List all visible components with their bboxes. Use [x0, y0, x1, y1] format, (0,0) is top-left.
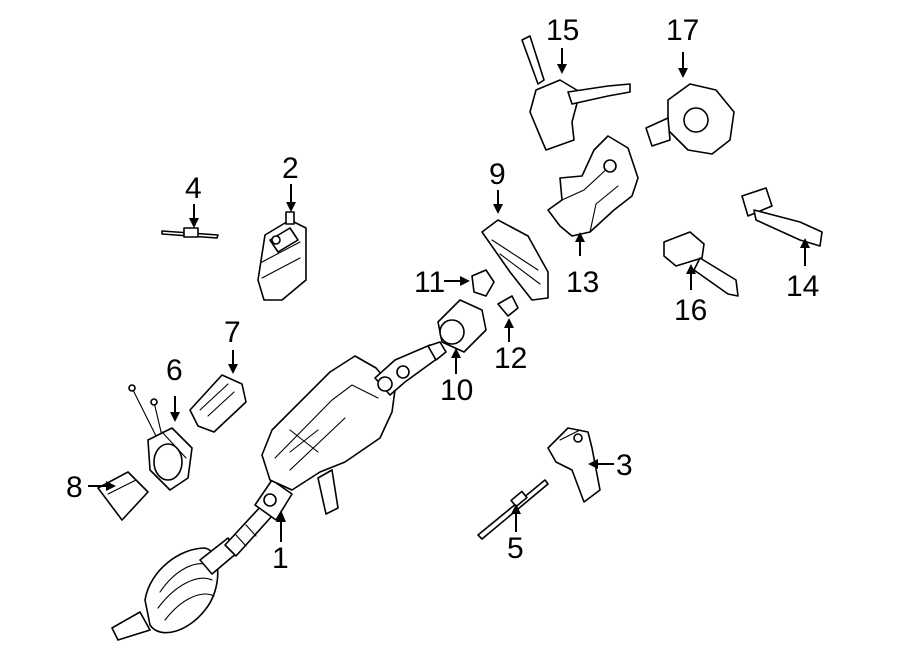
- part-7-connector-block: [189, 374, 247, 433]
- part-3-lock-housing: [547, 427, 601, 503]
- callout-17: 17: [666, 14, 699, 47]
- part-14-switch-lever: [741, 187, 823, 247]
- callout-7: 7: [224, 316, 241, 349]
- part-5-rod: [477, 479, 549, 540]
- part-10-bushing: [437, 299, 487, 353]
- callout-9: 9: [489, 158, 506, 191]
- callout-5: 5: [507, 532, 524, 565]
- part-12-clip: [497, 295, 519, 317]
- callout-11: 11: [414, 266, 445, 299]
- part-11-clip: [471, 269, 495, 297]
- callout-1: 1: [272, 542, 289, 575]
- callout-2: 2: [282, 152, 299, 185]
- callout-16: 16: [674, 294, 707, 327]
- part-8-sleeve: [97, 471, 149, 521]
- callout-arrows: [88, 48, 810, 542]
- callout-6: 6: [166, 354, 183, 387]
- part-4-pin: [161, 227, 219, 239]
- part-6-connector: [128, 384, 193, 491]
- part-15-combination-switch: [521, 35, 631, 151]
- callout-12: 12: [494, 342, 527, 375]
- part-17-clock-spring: [645, 83, 735, 155]
- callout-15: 15: [546, 14, 579, 47]
- part-9-cover: [481, 219, 549, 301]
- callout-3: 3: [616, 449, 633, 482]
- part-1-steering-column: [111, 341, 447, 641]
- part-13-switch-housing: [547, 135, 639, 237]
- callout-labels: 1 2 3 4 5 6 7 8 9 10 11 12 13 14 15 16 1…: [66, 14, 819, 575]
- callout-10: 10: [440, 374, 473, 407]
- callout-13: 13: [566, 266, 599, 299]
- part-2-motor: [257, 211, 307, 301]
- callout-4: 4: [185, 172, 202, 205]
- callout-8: 8: [66, 471, 83, 504]
- part-16-switch-lever: [663, 231, 739, 297]
- callout-14: 14: [786, 270, 819, 303]
